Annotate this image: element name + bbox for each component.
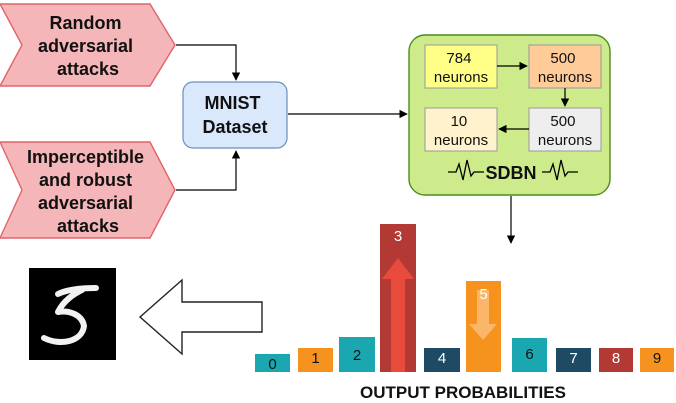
bar-digit-0	[255, 354, 290, 372]
layer-784-count: 784	[446, 50, 471, 67]
layer-10-unit: neurons	[434, 132, 488, 149]
mnist-dataset-box: MNIST Dataset	[182, 81, 288, 149]
layer-784-box	[424, 44, 498, 89]
layer-784-unit: neurons	[434, 69, 488, 86]
imperceptible-attacks-line-3: adversarial	[38, 193, 133, 213]
down-arrow-icon	[469, 290, 497, 340]
random-attacks-box: Random adversarial attacks	[0, 3, 176, 87]
imperceptible-to-dataset-arrow	[176, 150, 241, 191]
layer-500b-unit: neurons	[538, 132, 592, 149]
mnist-digit-image	[29, 268, 116, 360]
imperceptible-attacks-line-4: attacks	[57, 216, 119, 236]
svg-text:10 neurons: 10 neurons	[434, 113, 488, 149]
pulse-icon	[542, 159, 578, 181]
output-bars: 0 1 2 3 4 5 6 7 8 9	[255, 224, 674, 373]
svg-text:MNIST Dataset: MNIST Dataset	[202, 93, 267, 137]
random-attacks-line-3: attacks	[57, 59, 119, 79]
imperceptible-attacks-box: Imperceptible and robust adversarial att…	[0, 141, 176, 239]
imperceptible-attacks-line-1: Imperceptible	[27, 147, 144, 167]
bar-digit-7	[556, 348, 591, 372]
output-title: OUTPUT PROBABILITIES	[360, 383, 566, 402]
dataset-line-1: MNIST	[204, 93, 260, 113]
random-attacks-line-2: adversarial	[38, 36, 133, 56]
bar-digit-9	[640, 348, 674, 372]
bar-digit-2	[339, 337, 375, 372]
digit-label-4: 4	[438, 350, 446, 367]
digit-label-3: 3	[394, 228, 402, 245]
sdbn-box: 784 neurons 500 neurons 500 neurons 10 n…	[408, 34, 611, 196]
dataset-line-2: Dataset	[202, 117, 267, 137]
random-to-dataset-arrow	[176, 44, 241, 81]
up-arrow-icon	[382, 258, 414, 372]
imperceptible-attacks-line-2: and robust	[39, 170, 132, 190]
big-left-arrow-icon	[138, 278, 263, 356]
bar-digit-6	[512, 338, 547, 372]
sdbn-label: SDBN	[485, 163, 536, 183]
layer-500a-count: 500	[550, 50, 575, 67]
digit-label-9: 9	[653, 350, 661, 367]
layer-10-count: 10	[451, 113, 468, 130]
bar-digit-8	[599, 348, 633, 372]
bar-digit-1	[298, 348, 333, 372]
digit-label-1: 1	[311, 350, 319, 367]
digit-label-7: 7	[569, 350, 577, 367]
bar-digit-4	[424, 348, 460, 372]
svg-text:784 neurons: 784 neurons	[434, 50, 488, 86]
svg-text:Imperceptible and robust: Imperceptible and robust adversarial att…	[27, 147, 149, 236]
digit-label-0: 0	[268, 356, 276, 373]
digit-label-5: 5	[479, 286, 487, 303]
svg-text:500 neurons: 500 neurons	[538, 50, 592, 86]
digit-label-8: 8	[612, 350, 620, 367]
random-attacks-line-1: Random	[49, 13, 121, 33]
digit-label-2: 2	[353, 347, 361, 364]
layer-500a-unit: neurons	[538, 69, 592, 86]
pulse-icon	[448, 159, 484, 181]
digit-label-6: 6	[525, 346, 533, 363]
layer-10-box	[424, 107, 498, 152]
layer-500b-box	[528, 107, 602, 152]
layer-500b-count: 500	[550, 113, 575, 130]
svg-text:Random adversarial: Random adversarial attacks	[38, 13, 138, 79]
svg-text:500 neurons: 500 neurons	[538, 113, 592, 149]
layer-500a-box	[528, 44, 602, 89]
